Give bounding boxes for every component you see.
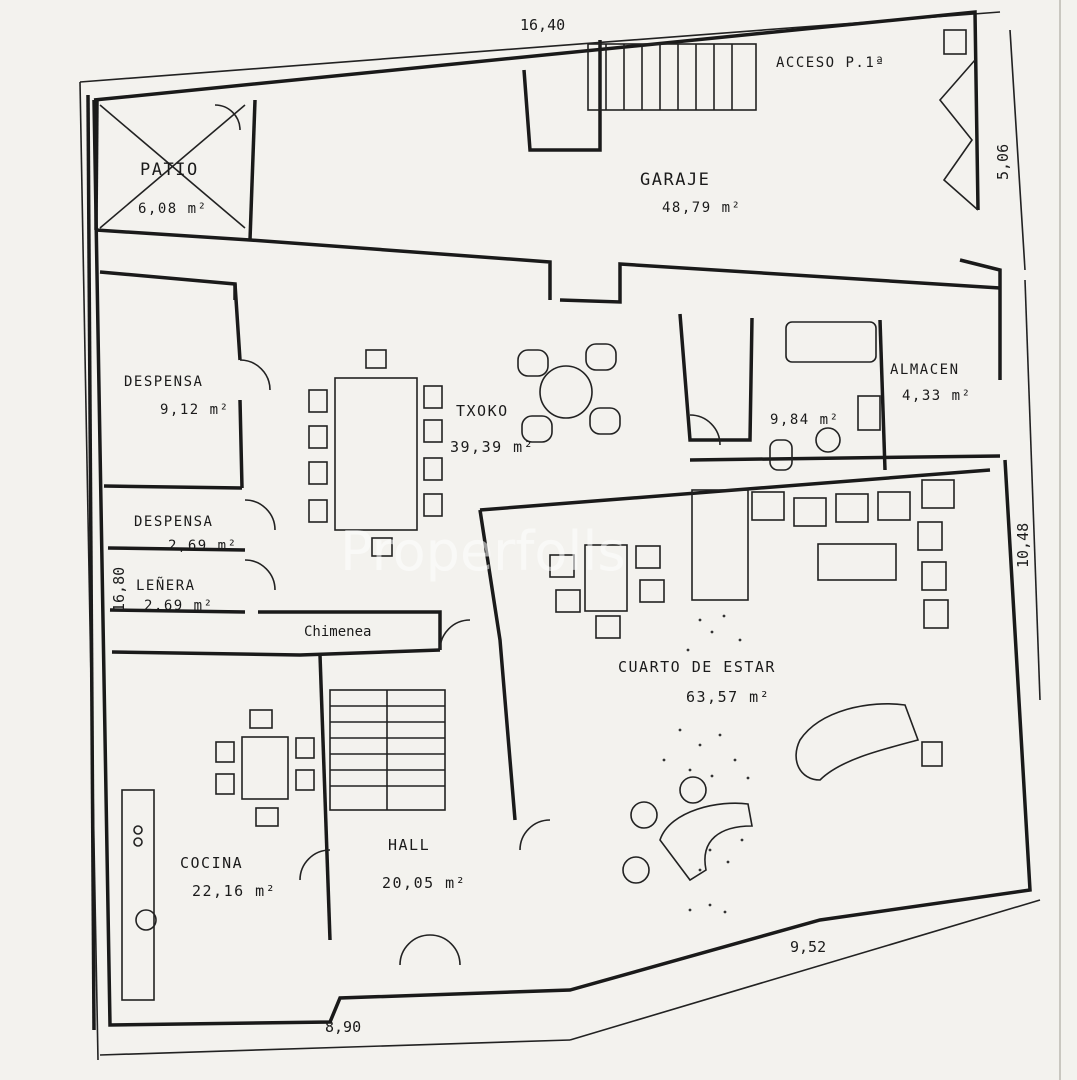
garage-door: [938, 59, 979, 211]
dim-right-upper: 5,06: [994, 144, 1012, 180]
lenera-label: LEÑERA: [136, 577, 196, 594]
estar-label: CUARTO DE ESTAR: [618, 658, 776, 676]
kitchen-counter: [121, 789, 157, 1001]
cocina-label: COCINA: [180, 854, 243, 872]
patio-area: 6,08 m²: [138, 201, 208, 217]
hall-stairs: [329, 689, 446, 811]
txoko-round-table: [517, 343, 621, 443]
outer-walls: [86, 10, 1032, 1031]
bathroom-fixtures: [769, 321, 881, 471]
despensa1-area: 9,12 m²: [160, 402, 230, 418]
dim-bottom-right: 9,52: [790, 938, 826, 956]
interior-walls: [94, 40, 1001, 941]
hall-area: 20,05 m²: [382, 874, 466, 892]
door-swings: [214, 104, 721, 966]
txoko-dining-table: [308, 349, 443, 557]
acceso-label: ACCESO P.1ª: [776, 55, 885, 71]
watermark: Properfolls: [340, 520, 626, 583]
dim-right-lower: 10,48: [1014, 523, 1032, 568]
garage-column: [943, 29, 967, 55]
bano-area: 9,84 m²: [770, 412, 840, 428]
kitchen-table: [215, 709, 315, 827]
patio-cross: [99, 104, 246, 229]
patio-label: PATIO: [140, 160, 199, 180]
dim-bottom-left: 8,90: [325, 1018, 361, 1036]
despensa2-label: DESPENSA: [134, 514, 213, 530]
hall-label: HALL: [388, 836, 430, 854]
hearth-texture: [662, 614, 750, 914]
txoko-label: TXOKO: [456, 402, 509, 420]
lenera-area: 2,69 m²: [144, 598, 214, 614]
dimension-lines: [79, 11, 1041, 1061]
garage-stairs: [587, 43, 757, 111]
garaje-label: GARAJE: [640, 170, 710, 190]
txoko-area: 39,39 m²: [450, 438, 534, 456]
almacen-label: ALMACEN: [890, 362, 960, 378]
despensa1-label: DESPENSA: [124, 374, 203, 390]
estar-area: 63,57 m²: [686, 688, 770, 706]
dim-left: 16,80: [110, 567, 128, 612]
despensa2-area: 2,69 m²: [168, 538, 238, 554]
almacen-area: 4,33 m²: [902, 388, 972, 404]
garaje-area: 48,79 m²: [662, 200, 741, 216]
dim-top: 16,40: [520, 16, 565, 34]
living-furniture: [549, 479, 955, 884]
cocina-area: 22,16 m²: [192, 882, 276, 900]
chimenea-label: Chimenea: [304, 624, 371, 640]
